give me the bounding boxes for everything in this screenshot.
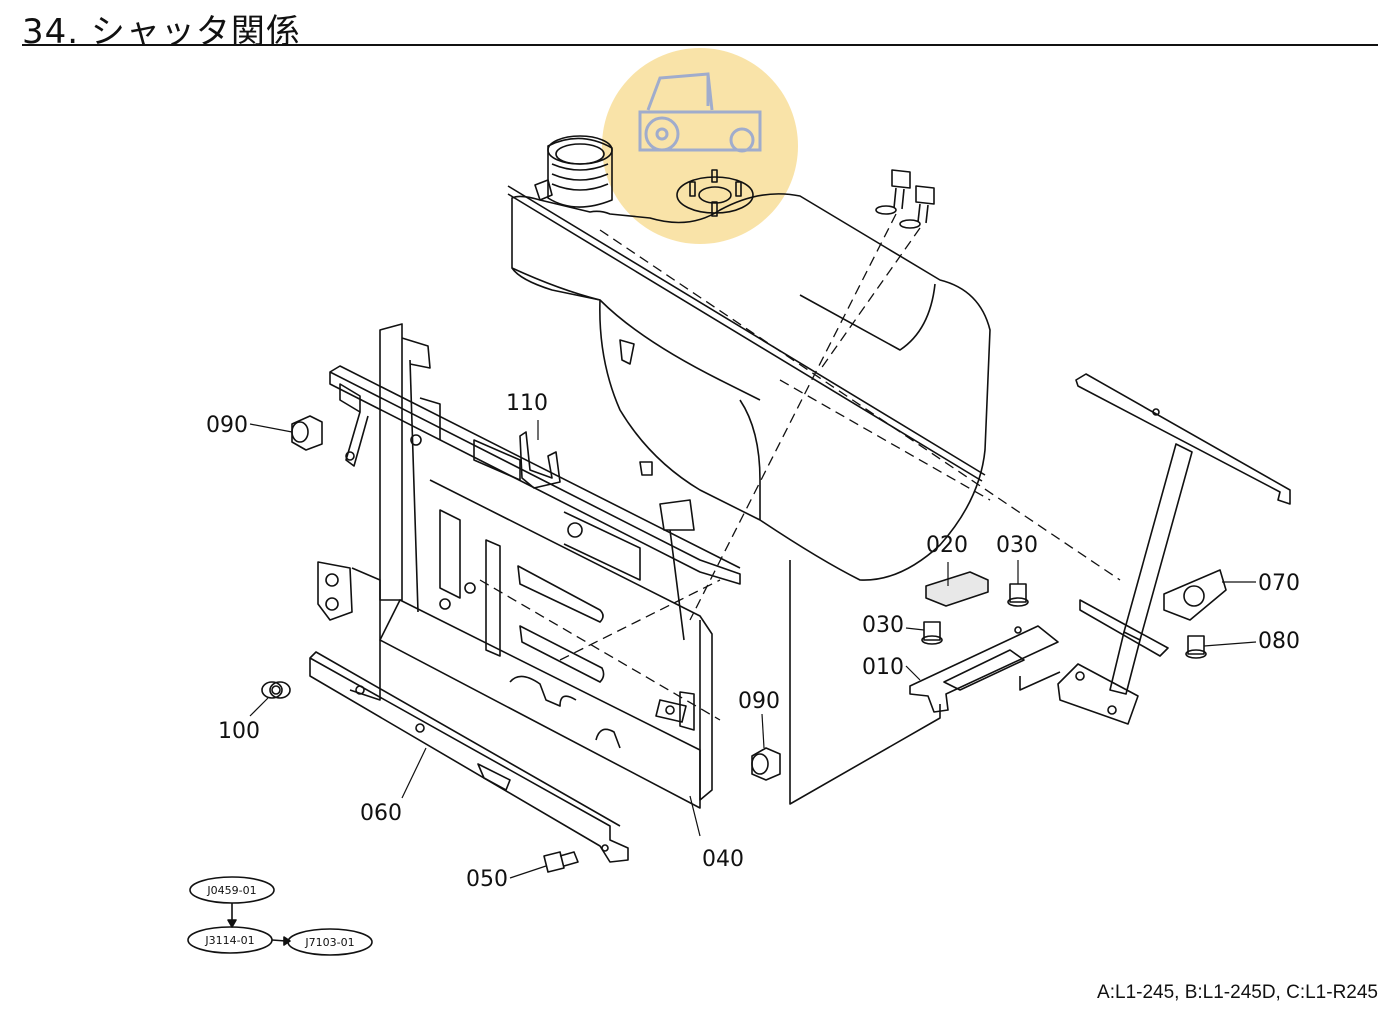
reference-labels: J0459-01 J3114-01 J7103-01: [204, 884, 354, 949]
bushing-090-right: [751, 747, 781, 781]
label-080: 080: [1258, 629, 1300, 654]
tank-bolts: [875, 169, 935, 229]
label-030-top: 030: [996, 533, 1038, 558]
bottom-rail-060: [309, 651, 629, 863]
tractor-icon: [638, 72, 762, 153]
label-090-left: 090: [206, 413, 248, 438]
label-030-left: 030: [862, 613, 904, 638]
watermark-logo: [602, 48, 798, 244]
bracket-010: [909, 625, 1059, 713]
label-110: 110: [506, 391, 548, 416]
clip-110: [519, 431, 561, 489]
model-applicability-note: A:L1-245, B:L1-245D, C:L1-R245: [1097, 982, 1378, 1003]
label-010: 010: [862, 655, 904, 680]
support-070: [1057, 373, 1291, 725]
hidden-outline: [789, 560, 1061, 805]
shutter-frame: [317, 323, 741, 809]
label-090-right: 090: [738, 689, 780, 714]
fuel-tank: [507, 135, 991, 581]
title-underline: [22, 44, 1378, 46]
part-labels: 010 020 030 030 040 050 060 070 080 090 …: [206, 391, 1300, 892]
pad-020: [925, 571, 989, 607]
label-060: 060: [360, 801, 402, 826]
label-050: 050: [466, 867, 508, 892]
label-040: 040: [702, 847, 744, 872]
callout-leaders: [249, 420, 1257, 879]
label-100: 100: [218, 719, 260, 744]
ref-label-2: J3114-01: [204, 934, 254, 947]
bolt-030-left: [921, 621, 943, 645]
ref-label-3: J7103-01: [304, 936, 354, 949]
bolt-050: [543, 851, 579, 873]
bolt-080: [1185, 635, 1207, 659]
grommet-100: [261, 681, 291, 699]
label-020: 020: [926, 533, 968, 558]
reference-flow: [187, 876, 373, 956]
assembly-leader-lines: [479, 213, 1121, 721]
bushing-090-left: [291, 415, 323, 451]
ref-label-1: J0459-01: [206, 884, 256, 897]
bolt-030-top: [1007, 583, 1029, 607]
label-070: 070: [1258, 571, 1300, 596]
